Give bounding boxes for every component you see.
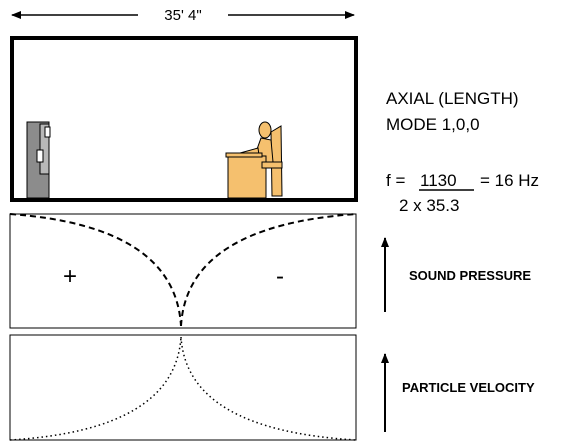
dimension-line: 35' 4": [11, 7, 355, 24]
room-outline: [10, 36, 358, 202]
pressure-curve-left: [9, 213, 182, 327]
formula-result: = 16 Hz: [480, 171, 539, 190]
particle-velocity-label: PARTICLE VELOCITY: [402, 380, 535, 395]
loudspeaker-icon: [26, 121, 51, 199]
formula-denominator: 2 x 35.3: [399, 196, 460, 215]
velocity-curve-right: [180, 336, 357, 441]
sound-pressure-label: SOUND PRESSURE: [409, 268, 531, 283]
particle-velocity-box: [9, 334, 357, 441]
dimension-label: 35' 4": [164, 7, 201, 24]
velocity-curve-left: [9, 336, 182, 441]
pressure-minus-sign: -: [276, 263, 284, 290]
sound-pressure-panel: + -: [9, 213, 357, 329]
mode-title-line2: MODE 1,0,0: [386, 115, 480, 134]
pressure-curve-right: [180, 213, 357, 327]
formula-prefix: f =: [386, 171, 405, 190]
mode-title-line1: AXIAL (LENGTH): [386, 89, 519, 108]
particle-velocity-panel: [9, 334, 357, 441]
sound-pressure-box: [9, 213, 357, 329]
seated-listener-icon: [225, 121, 283, 199]
formula-numerator: 1130: [420, 171, 457, 190]
pressure-plus-sign: +: [63, 263, 77, 290]
